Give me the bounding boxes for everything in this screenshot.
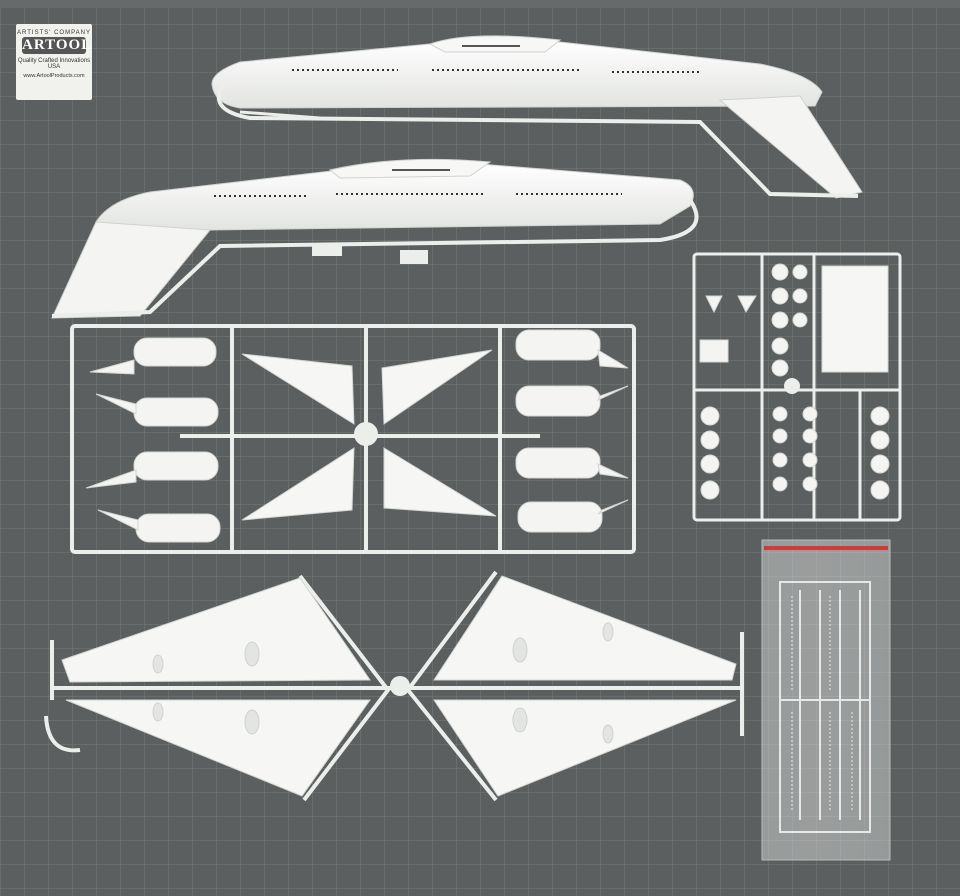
clear-parts-bag bbox=[761, 539, 891, 861]
engine-nacelles-left bbox=[85, 337, 221, 543]
logo-country: USA bbox=[47, 64, 61, 70]
sprue-engines-tail bbox=[70, 324, 636, 554]
logo-brand: ARTOOL bbox=[22, 37, 93, 54]
fuselage-half-lower bbox=[51, 158, 699, 319]
logo-url: www.ArtoolProducts.com bbox=[23, 73, 85, 79]
tail-surfaces bbox=[241, 349, 497, 521]
mat-ruler-top bbox=[0, 0, 960, 8]
engine-nacelles-right bbox=[515, 329, 629, 533]
sprue-wings bbox=[44, 570, 744, 802]
fuselage-half-upper bbox=[211, 35, 863, 199]
artool-mat-logo: ARTISTS' COMPANY ARTOOL Quality Crafted … bbox=[16, 24, 92, 100]
sprue-small-parts bbox=[692, 252, 902, 522]
logo-tagline: Quality Crafted Innovations bbox=[17, 58, 91, 64]
logo-top-text: ARTISTS' COMPANY bbox=[17, 30, 91, 36]
